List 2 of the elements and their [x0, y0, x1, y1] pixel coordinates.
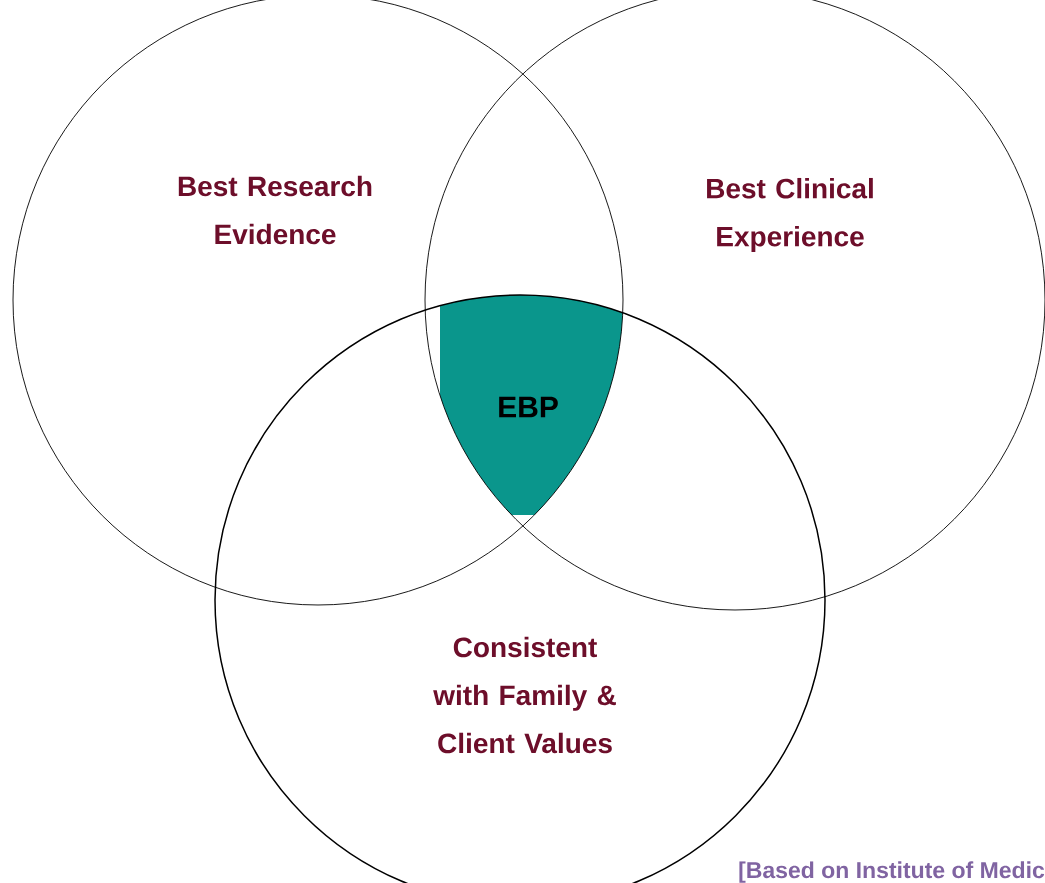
source-note: [Based on Institute of Medic — [739, 861, 1045, 883]
intersection-region: EBP — [440, 295, 623, 515]
